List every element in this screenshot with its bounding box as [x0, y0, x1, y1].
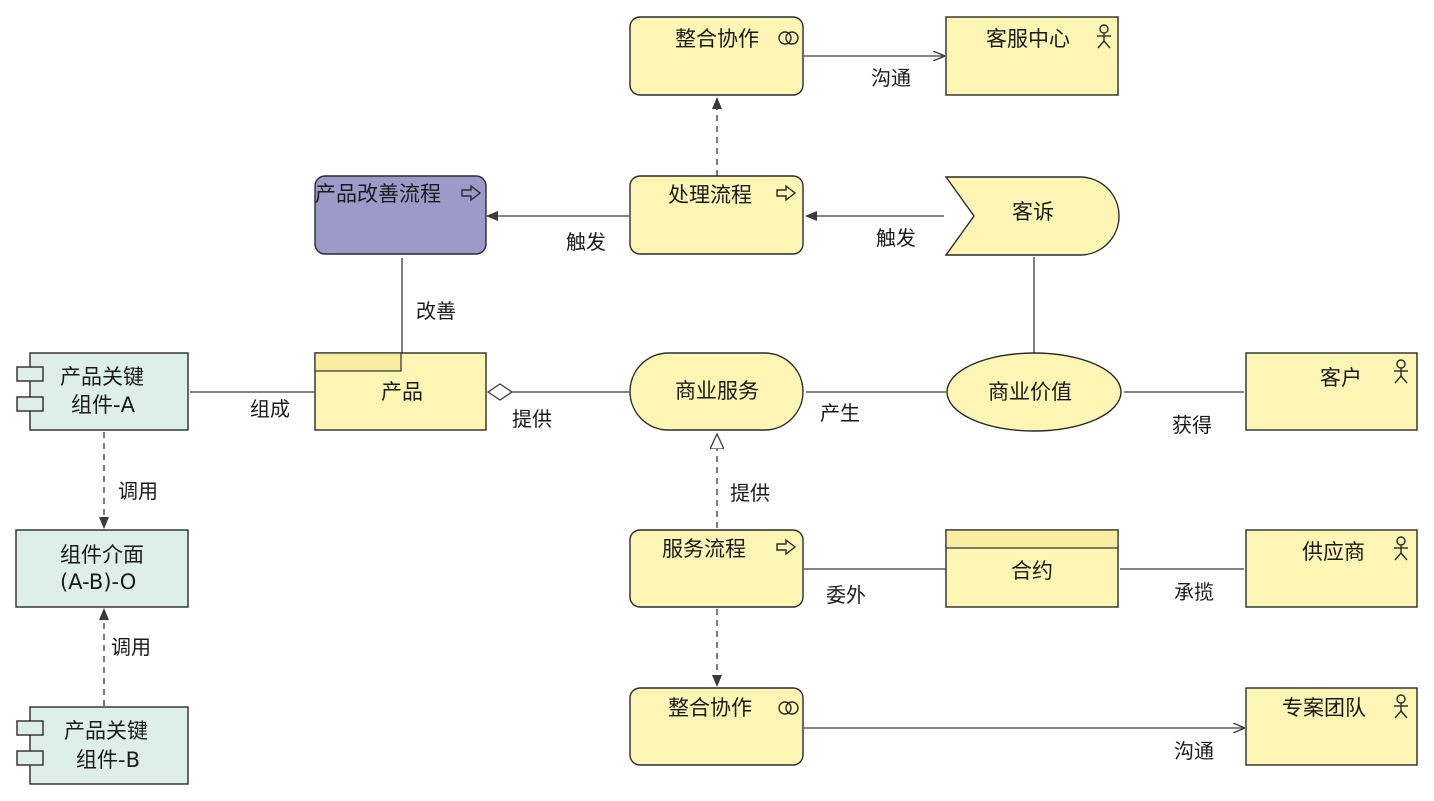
component-icon	[16, 750, 44, 766]
node-component-b-line1: 产品关键	[64, 719, 148, 743]
label-undertake: 承揽	[1174, 580, 1214, 604]
node-business-value-shape[interactable]	[946, 352, 1122, 432]
node-component-interface[interactable]: 组件介面 (A-B)-O	[15, 529, 189, 608]
node-component-b[interactable]: 产品关键 组件-B	[16, 706, 189, 785]
component-icon	[16, 720, 44, 736]
label-provide-service: 提供	[730, 481, 770, 505]
node-component-a-line2: 组件-A	[71, 393, 136, 417]
label-invoke-bottom: 调用	[111, 635, 151, 659]
node-product-label: 产品	[381, 380, 423, 404]
node-improvement-process-label: 产品改善流程	[315, 182, 441, 206]
node-customer-center[interactable]: 客服中心	[945, 16, 1119, 96]
component-icon	[16, 366, 44, 382]
label-trigger-right: 触发	[876, 226, 916, 250]
node-business-service[interactable]: 商业服务	[629, 352, 804, 431]
edges	[99, 56, 1244, 728]
node-project-team-label: 专案团队	[1282, 696, 1366, 720]
label-outsource: 委外	[826, 583, 866, 607]
label-compose: 组成	[250, 397, 290, 421]
node-business-value-label: 商业价值	[988, 380, 1072, 404]
node-product[interactable]: 产品	[314, 352, 487, 431]
node-handling-process[interactable]: 处理流程	[629, 175, 804, 255]
label-invoke-top: 调用	[118, 479, 158, 503]
node-component-b-line2: 组件-B	[76, 748, 140, 772]
edge-labels: 沟通 触发 触发 改善 组成 提供 产生 获得 调用 提供 委外 承揽 调用 沟…	[111, 66, 1214, 763]
node-collaboration-bottom[interactable]: 整合协作	[629, 687, 804, 766]
node-collaboration-top-label: 整合协作	[675, 27, 759, 51]
node-supplier-label: 供应商	[1302, 540, 1365, 564]
label-trigger-left: 触发	[566, 230, 606, 254]
node-interface-line1: 组件介面	[60, 543, 144, 567]
label-communicate-bottom: 沟通	[1174, 739, 1214, 763]
node-improvement-process[interactable]: 产品改善流程	[314, 175, 487, 255]
node-customer-center-label: 客服中心	[986, 27, 1070, 51]
label-produce: 产生	[820, 401, 860, 425]
label-improve: 改善	[416, 299, 456, 323]
node-service-process-label: 服务流程	[662, 537, 746, 561]
actor-icon	[1097, 24, 1111, 49]
process-arrow-icon	[776, 184, 797, 202]
node-contract-label: 合约	[1011, 559, 1053, 583]
label-provide-product: 提供	[512, 407, 552, 431]
node-project-team[interactable]: 专案团队	[1245, 687, 1418, 766]
node-component-a-line1: 产品关键	[60, 365, 144, 389]
node-customer-label: 客户	[1320, 366, 1362, 390]
process-arrow-icon	[776, 538, 797, 556]
node-customer[interactable]: 客户	[1245, 352, 1418, 431]
process-arrow-icon	[461, 184, 482, 202]
node-contract[interactable]: 合约	[945, 529, 1119, 608]
node-collaboration-bottom-label: 整合协作	[668, 696, 752, 720]
node-collaboration-top[interactable]: 整合协作	[629, 16, 804, 96]
node-supplier[interactable]: 供应商	[1245, 529, 1418, 608]
node-complaint[interactable]: 客诉	[944, 176, 1120, 256]
label-obtain: 获得	[1172, 413, 1212, 437]
collaboration-icon	[778, 701, 799, 715]
node-business-service-label: 商业服务	[675, 379, 759, 403]
actor-icon	[1394, 359, 1408, 384]
actor-icon	[1394, 694, 1408, 719]
node-complaint-label: 客诉	[1012, 200, 1054, 224]
node-handling-process-label: 处理流程	[668, 183, 752, 207]
node-interface-line2: (A-B)-O	[60, 570, 136, 594]
component-icon	[16, 396, 44, 412]
actor-icon	[1394, 536, 1408, 561]
collaboration-icon	[778, 31, 799, 45]
contract-header	[945, 529, 1119, 549]
node-component-a[interactable]: 产品关键 组件-A	[16, 352, 189, 431]
product-tab	[314, 352, 402, 372]
node-service-process[interactable]: 服务流程	[629, 529, 804, 608]
aggregation-diamond	[486, 383, 514, 401]
label-communicate-top: 沟通	[871, 66, 911, 90]
